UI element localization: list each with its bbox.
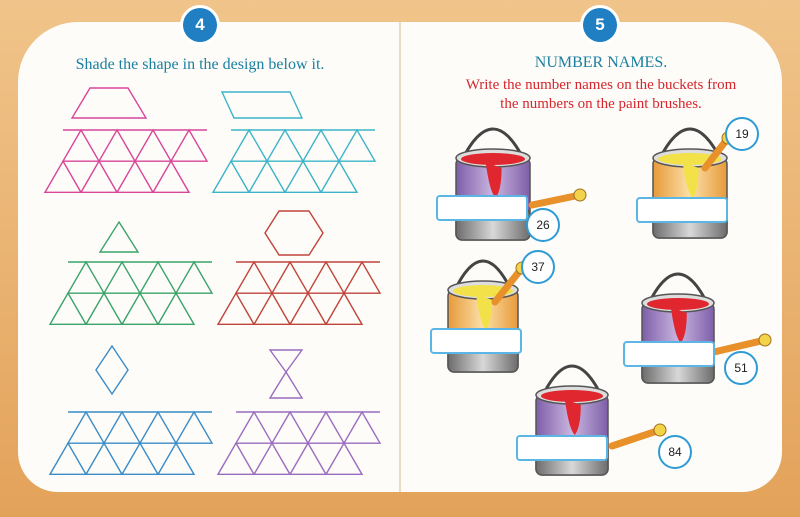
- right-instruction: Write the number names on the buckets fr…: [401, 76, 800, 114]
- design-grid-1: [43, 128, 209, 194]
- brush-number-2: 19: [725, 117, 759, 151]
- design-grid-6: [216, 410, 382, 476]
- parallelogram-shape: [220, 91, 304, 119]
- answer-box-4[interactable]: [623, 341, 715, 367]
- brush-number-3: 37: [521, 250, 555, 284]
- page-number-badge-right: 5: [583, 8, 617, 42]
- brush-number-1: 26: [526, 208, 560, 242]
- left-page: [18, 22, 399, 492]
- design-grid-3: [48, 260, 214, 326]
- hexagon-shape: [264, 210, 324, 256]
- page-number-badge-left: 4: [183, 8, 217, 42]
- left-instruction: Shade the shape in the design below it.: [75, 56, 325, 73]
- paint-brush-4: [710, 333, 772, 356]
- right-instruction-line-1: Write the number names on the buckets fr…: [465, 77, 737, 93]
- design-grid-4: [216, 260, 382, 326]
- paint-bucket-1: [455, 127, 531, 241]
- right-instruction-line-2: the numbers on the paint brushes.: [500, 96, 702, 112]
- trapezium-shape: [70, 87, 148, 119]
- paint-brush-1: [528, 188, 587, 209]
- hourglass-shape: [268, 349, 304, 399]
- paint-bucket-3: [447, 259, 519, 373]
- right-title: NUMBER NAMES.: [534, 54, 668, 71]
- design-grid-5: [48, 410, 214, 476]
- book-spine: [399, 22, 401, 492]
- triangle-shape: [98, 220, 140, 253]
- paint-brush-5: [608, 423, 667, 450]
- brush-number-4: 51: [724, 351, 758, 385]
- answer-box-5[interactable]: [516, 435, 608, 461]
- rhombus-shape: [95, 344, 129, 396]
- design-grid-2: [211, 128, 377, 194]
- answer-box-3[interactable]: [430, 328, 522, 354]
- answer-box-2[interactable]: [636, 197, 728, 223]
- answer-box-1[interactable]: [436, 195, 528, 221]
- brush-number-5: 84: [658, 435, 692, 469]
